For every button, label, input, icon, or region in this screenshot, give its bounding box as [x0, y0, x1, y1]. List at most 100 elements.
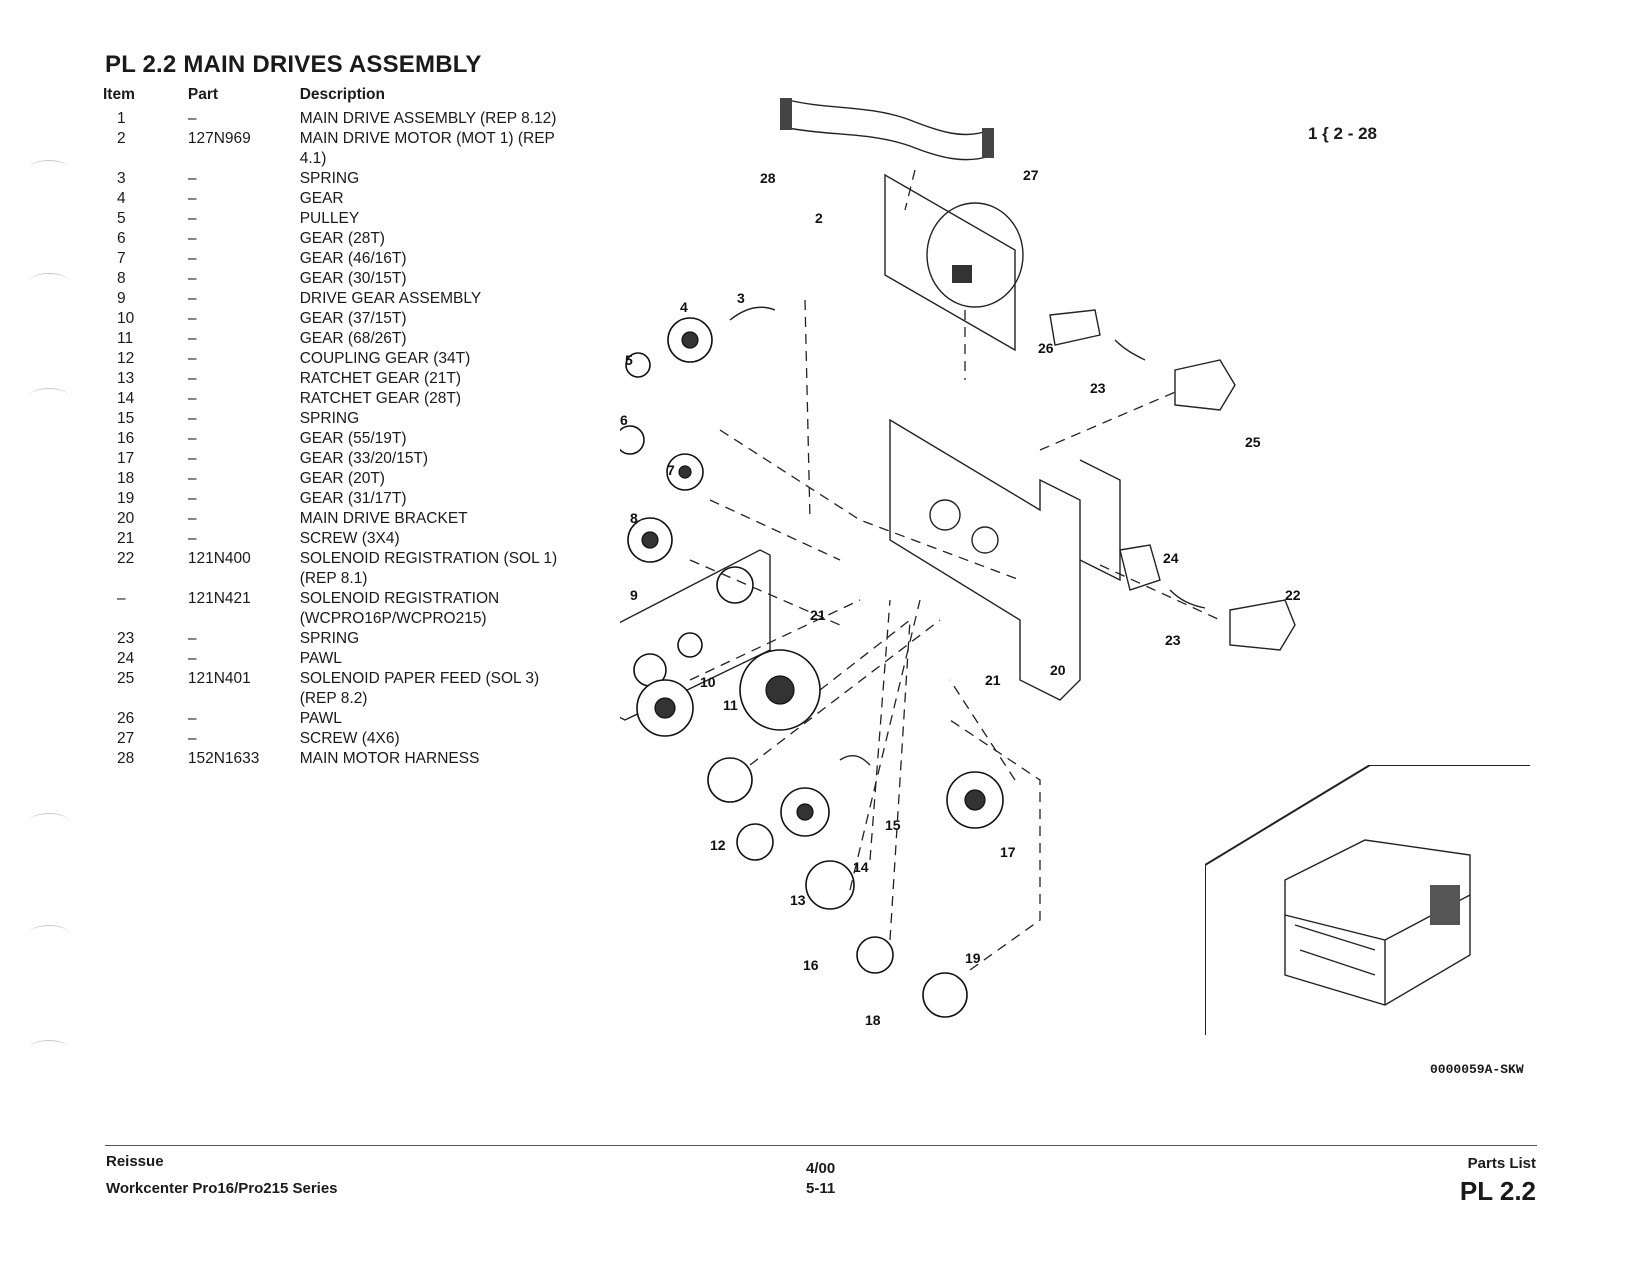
cell-part: – — [187, 650, 197, 667]
table-row: 10–GEAR (37/15T) — [103, 309, 573, 329]
callout-label: 21 — [810, 607, 826, 623]
item-range-label: 1 { 2 - 28 — [1308, 124, 1377, 143]
footer-reissue: Reissue — [106, 1153, 164, 1170]
cell-item: 11 — [117, 330, 134, 347]
cell-description: SPRING — [299, 410, 360, 427]
gear-parts-illustrations — [620, 306, 1004, 1018]
cell-description: RATCHET GEAR (28T) — [299, 390, 462, 407]
figure-code: 0000059A-SKW — [1430, 1062, 1524, 1077]
cell-item: 7 — [117, 250, 126, 267]
table-row: 19–GEAR (31/17T) — [103, 489, 573, 509]
cell-item: 13 — [117, 370, 135, 387]
cell-part: – — [187, 410, 197, 427]
cell-part: – — [187, 190, 197, 207]
callout-label: 15 — [885, 817, 901, 833]
cell-description: SOLENOID PAPER FEED (SOL 3) (REP 8.2) — [299, 670, 540, 707]
cell-part: – — [187, 430, 197, 447]
cell-description: RATCHET GEAR (21T) — [299, 370, 462, 387]
cell-description: GEAR (30/15T) — [299, 270, 407, 287]
cell-item: 3 — [117, 170, 126, 187]
cell-item: 18 — [117, 470, 135, 487]
cell-item: 28 — [117, 750, 135, 767]
table-row: 13 – RATCHET GEAR (21T) — [103, 369, 573, 389]
cell-description: SPRING — [299, 170, 360, 187]
cell-item: 4 — [117, 190, 126, 207]
cell-description: GEAR (46/16T) — [299, 250, 407, 267]
motor-harness-illustration — [780, 98, 994, 161]
cell-description: PULLEY — [299, 210, 360, 227]
cell-part: – — [187, 370, 197, 387]
callout-label: 19 — [965, 950, 981, 966]
callout-label: 2 — [815, 210, 823, 226]
cell-item: 2 — [117, 130, 126, 147]
table-row: 16–GEAR (55/19T) — [103, 429, 573, 449]
cell-description: GEAR (68/26T) — [299, 330, 407, 347]
cell-item: 21 — [117, 530, 135, 547]
cell-part: – — [187, 630, 197, 647]
cell-item: 26 — [117, 710, 135, 727]
table-row: 23 – SPRING — [103, 629, 573, 649]
callout-label: 24 — [1163, 550, 1179, 566]
cell-description: DRIVE GEAR ASSEMBLY — [299, 290, 482, 307]
cell-description: PAWL — [299, 710, 342, 727]
cell-part: – — [187, 250, 197, 267]
callout-label: 14 — [853, 859, 869, 875]
binder-hole-mark — [30, 160, 68, 175]
cell-part: – — [187, 350, 197, 367]
cell-part: – — [187, 230, 197, 247]
cell-description: COUPLING GEAR (34T) — [299, 350, 471, 367]
assembly-guide-lines — [689, 299, 1221, 971]
cell-item: 23 — [117, 630, 135, 647]
table-row: 4–GEAR — [103, 189, 573, 209]
cell-part: 121N400 — [187, 550, 251, 567]
cell-part: – — [187, 490, 197, 507]
cell-description: SPRING — [299, 630, 360, 647]
table-row: 2 127N969 MAIN DRIVE MOTOR (MOT 1) (REP 4.… — [103, 129, 573, 169]
cell-part: – — [187, 110, 197, 127]
cell-part: – — [187, 210, 197, 227]
copier-illustration — [1284, 839, 1471, 1006]
cell-item: 25 — [117, 670, 135, 687]
callout-label: 22 — [1285, 587, 1301, 603]
cell-description: MAIN DRIVE ASSEMBLY (REP 8.12) — [299, 110, 557, 127]
cell-description: SCREW (3X4) — [299, 530, 400, 547]
cell-description: SOLENOID REGISTRATION (WCPRO16P/WCPRO215… — [299, 590, 500, 627]
table-row: 24–PAWL — [103, 649, 573, 669]
table-row: 14–RATCHET GEAR (28T) — [103, 389, 573, 409]
callout-label: 23 — [1090, 380, 1106, 396]
binder-hole-mark — [30, 1040, 68, 1055]
table-row: 18 – GEAR (20T) — [103, 469, 573, 489]
cell-part: – — [187, 330, 197, 347]
cell-part: 152N1633 — [187, 750, 260, 767]
solenoid-illustrations — [1049, 309, 1296, 651]
table-row: 3–SPRING — [103, 169, 573, 189]
cell-item: 20 — [117, 510, 135, 527]
callout-label: 28 — [760, 170, 776, 186]
cell-part: 127N969 — [187, 130, 251, 147]
callout-label: 11 — [723, 697, 738, 713]
callout-label: 3 — [737, 290, 745, 306]
cell-description: GEAR (33/20/15T) — [299, 450, 429, 467]
callout-label: 20 — [1050, 662, 1066, 678]
callout-label: 6 — [620, 412, 628, 428]
callout-label: 5 — [625, 352, 633, 368]
footer-date: 4/00 — [806, 1160, 836, 1177]
cell-part: – — [187, 470, 197, 487]
callout-label: 4 — [680, 299, 688, 315]
main-drive-bracket-illustration — [889, 418, 1121, 701]
callout-label: 12 — [710, 837, 726, 853]
cell-description: GEAR (20T) — [299, 470, 385, 487]
cell-item: 27 — [117, 730, 135, 747]
table-row: 15–SPRING — [103, 409, 573, 429]
cell-description: MAIN DRIVE MOTOR (MOT 1) (REP 4.1) — [299, 130, 555, 167]
cell-item: 24 — [117, 650, 135, 667]
cell-description: SCREW (4X6) — [299, 730, 400, 747]
cell-item: 10 — [117, 310, 135, 327]
cell-part: – — [187, 450, 197, 467]
